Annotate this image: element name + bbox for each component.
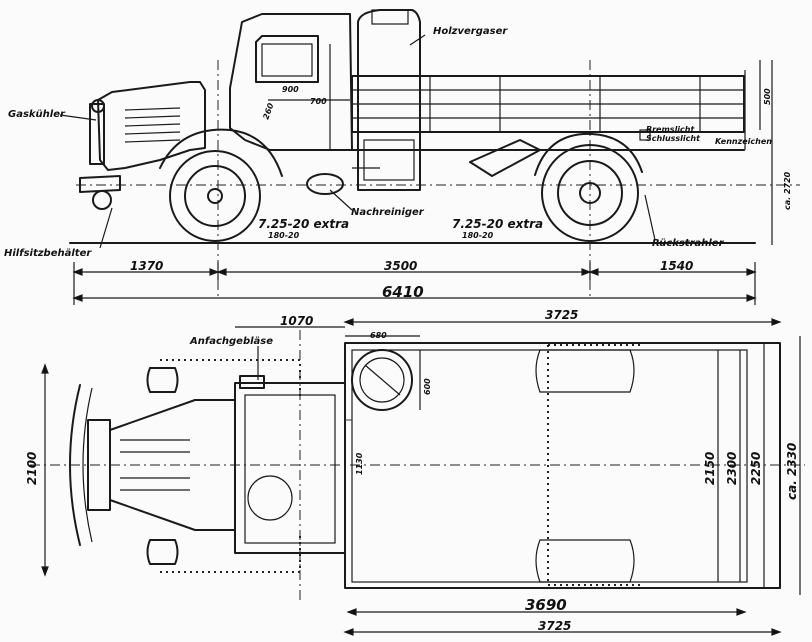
dim-overall-length: 6410: [382, 283, 424, 301]
dim-600: 600: [423, 378, 432, 395]
cab-dim-700: 700: [310, 97, 327, 106]
rear-wheel-left-top: [535, 349, 635, 393]
label-holzvergaser: Holzvergaser: [433, 26, 508, 37]
wood-gas-generator: [357, 9, 421, 191]
generator-lid: [371, 9, 409, 25]
label-kennzeichen: Kennzeichen: [715, 137, 772, 146]
top-dimension-lines: [41, 318, 801, 636]
dim-2150: 2150: [703, 452, 717, 485]
side-dimension-lines: [72, 262, 757, 305]
front-bumper: [79, 175, 121, 193]
dim-3690: 3690: [525, 596, 567, 614]
label-nachreiniger: Nachreiniger: [351, 207, 425, 218]
gas-cooler: [89, 103, 105, 165]
dim-board-height: 500: [763, 88, 772, 105]
cab-roof-inner: [244, 394, 336, 544]
hitch: [92, 190, 112, 210]
label-hilfsitzbehaelter: Hilfsitzbehälter: [4, 248, 92, 259]
blower: [239, 375, 265, 389]
side-view: Gaskühler Holzvergaser Nachreiniger Hilf…: [4, 9, 800, 305]
top-view: Anfachgebläse 1070 3725 680 600 1130 210…: [25, 308, 805, 636]
dim-3725-top: 3725: [545, 308, 578, 322]
leader-nachreiniger: [329, 189, 353, 211]
cab-top: [234, 382, 346, 554]
dim-3725-bottom: 3725: [538, 619, 571, 633]
tire-rear-size: 7.25-20 extra: [452, 217, 543, 231]
front-fender: [159, 128, 283, 177]
generator-base: [363, 139, 415, 181]
cab-window: [255, 35, 319, 83]
dim-1070: 1070: [280, 314, 313, 328]
generator-top-inner: [359, 357, 405, 403]
tire-front-size: 7.25-20 extra: [258, 217, 349, 231]
label-gaskuehler: Gaskühler: [8, 109, 66, 120]
under-bed-box: [469, 139, 541, 177]
cab-dim-260: 260: [261, 102, 275, 121]
rear-wheel-right-top: [535, 539, 635, 583]
generator-handle: [364, 364, 401, 396]
dim-2330: ca. 2330: [785, 443, 799, 500]
rear-fender: [534, 132, 643, 176]
tail-light: [639, 129, 651, 141]
dim-2250: 2250: [749, 452, 763, 485]
cargo-bed-top: [344, 342, 781, 589]
headlamp: [91, 99, 105, 113]
front-wheel-right-top: [146, 539, 179, 565]
hood-louvers: [120, 439, 190, 491]
dim-680: 680: [370, 331, 387, 340]
label-schlusslicht: Schlusslicht: [646, 134, 701, 143]
dim-height-total: ca. 2720: [783, 171, 792, 210]
front-wheel: [169, 150, 261, 242]
dim-2300: 2300: [725, 452, 739, 485]
rear-hub: [579, 182, 601, 204]
window-glass: [261, 43, 313, 77]
dim-1130: 1130: [355, 452, 364, 475]
dim-front-overhang: 1370: [130, 259, 163, 273]
leader-hilfsitz: [99, 207, 113, 249]
front-hub: [207, 188, 223, 204]
dim-2100: 2100: [25, 452, 39, 485]
leader-holzvergaser: [409, 34, 426, 46]
dim-rear-overhang: 1540: [660, 259, 693, 273]
front-rim: [184, 165, 246, 227]
rear-wheel: [541, 144, 639, 242]
label-bremslicht: Bremslicht: [646, 125, 695, 134]
engine-hood: [97, 81, 206, 171]
tire-rear-sub: 180-20: [462, 231, 494, 240]
label-anfachgeblaese: Anfachgebläse: [189, 336, 273, 347]
front-wheel-left-top: [146, 367, 179, 393]
purifier-body: [306, 173, 344, 195]
dim-wheelbase: 3500: [384, 259, 417, 273]
leader-rueckstrahler: [644, 194, 656, 241]
front-bumper-inner: [82, 387, 93, 543]
fender-left-top: [160, 359, 301, 400]
cab-dim-900: 900: [282, 85, 299, 94]
label-rueckstrahler: Rückstrahler: [652, 238, 725, 249]
grille-vents: [124, 107, 181, 143]
bed-boards: [352, 76, 744, 132]
tire-front-sub: 180-20: [268, 231, 300, 240]
steering-wheel-top: [247, 475, 293, 521]
leader-gaskuehler: [59, 114, 97, 121]
front-bumper-top: [69, 384, 81, 546]
rear-rim: [557, 160, 623, 226]
